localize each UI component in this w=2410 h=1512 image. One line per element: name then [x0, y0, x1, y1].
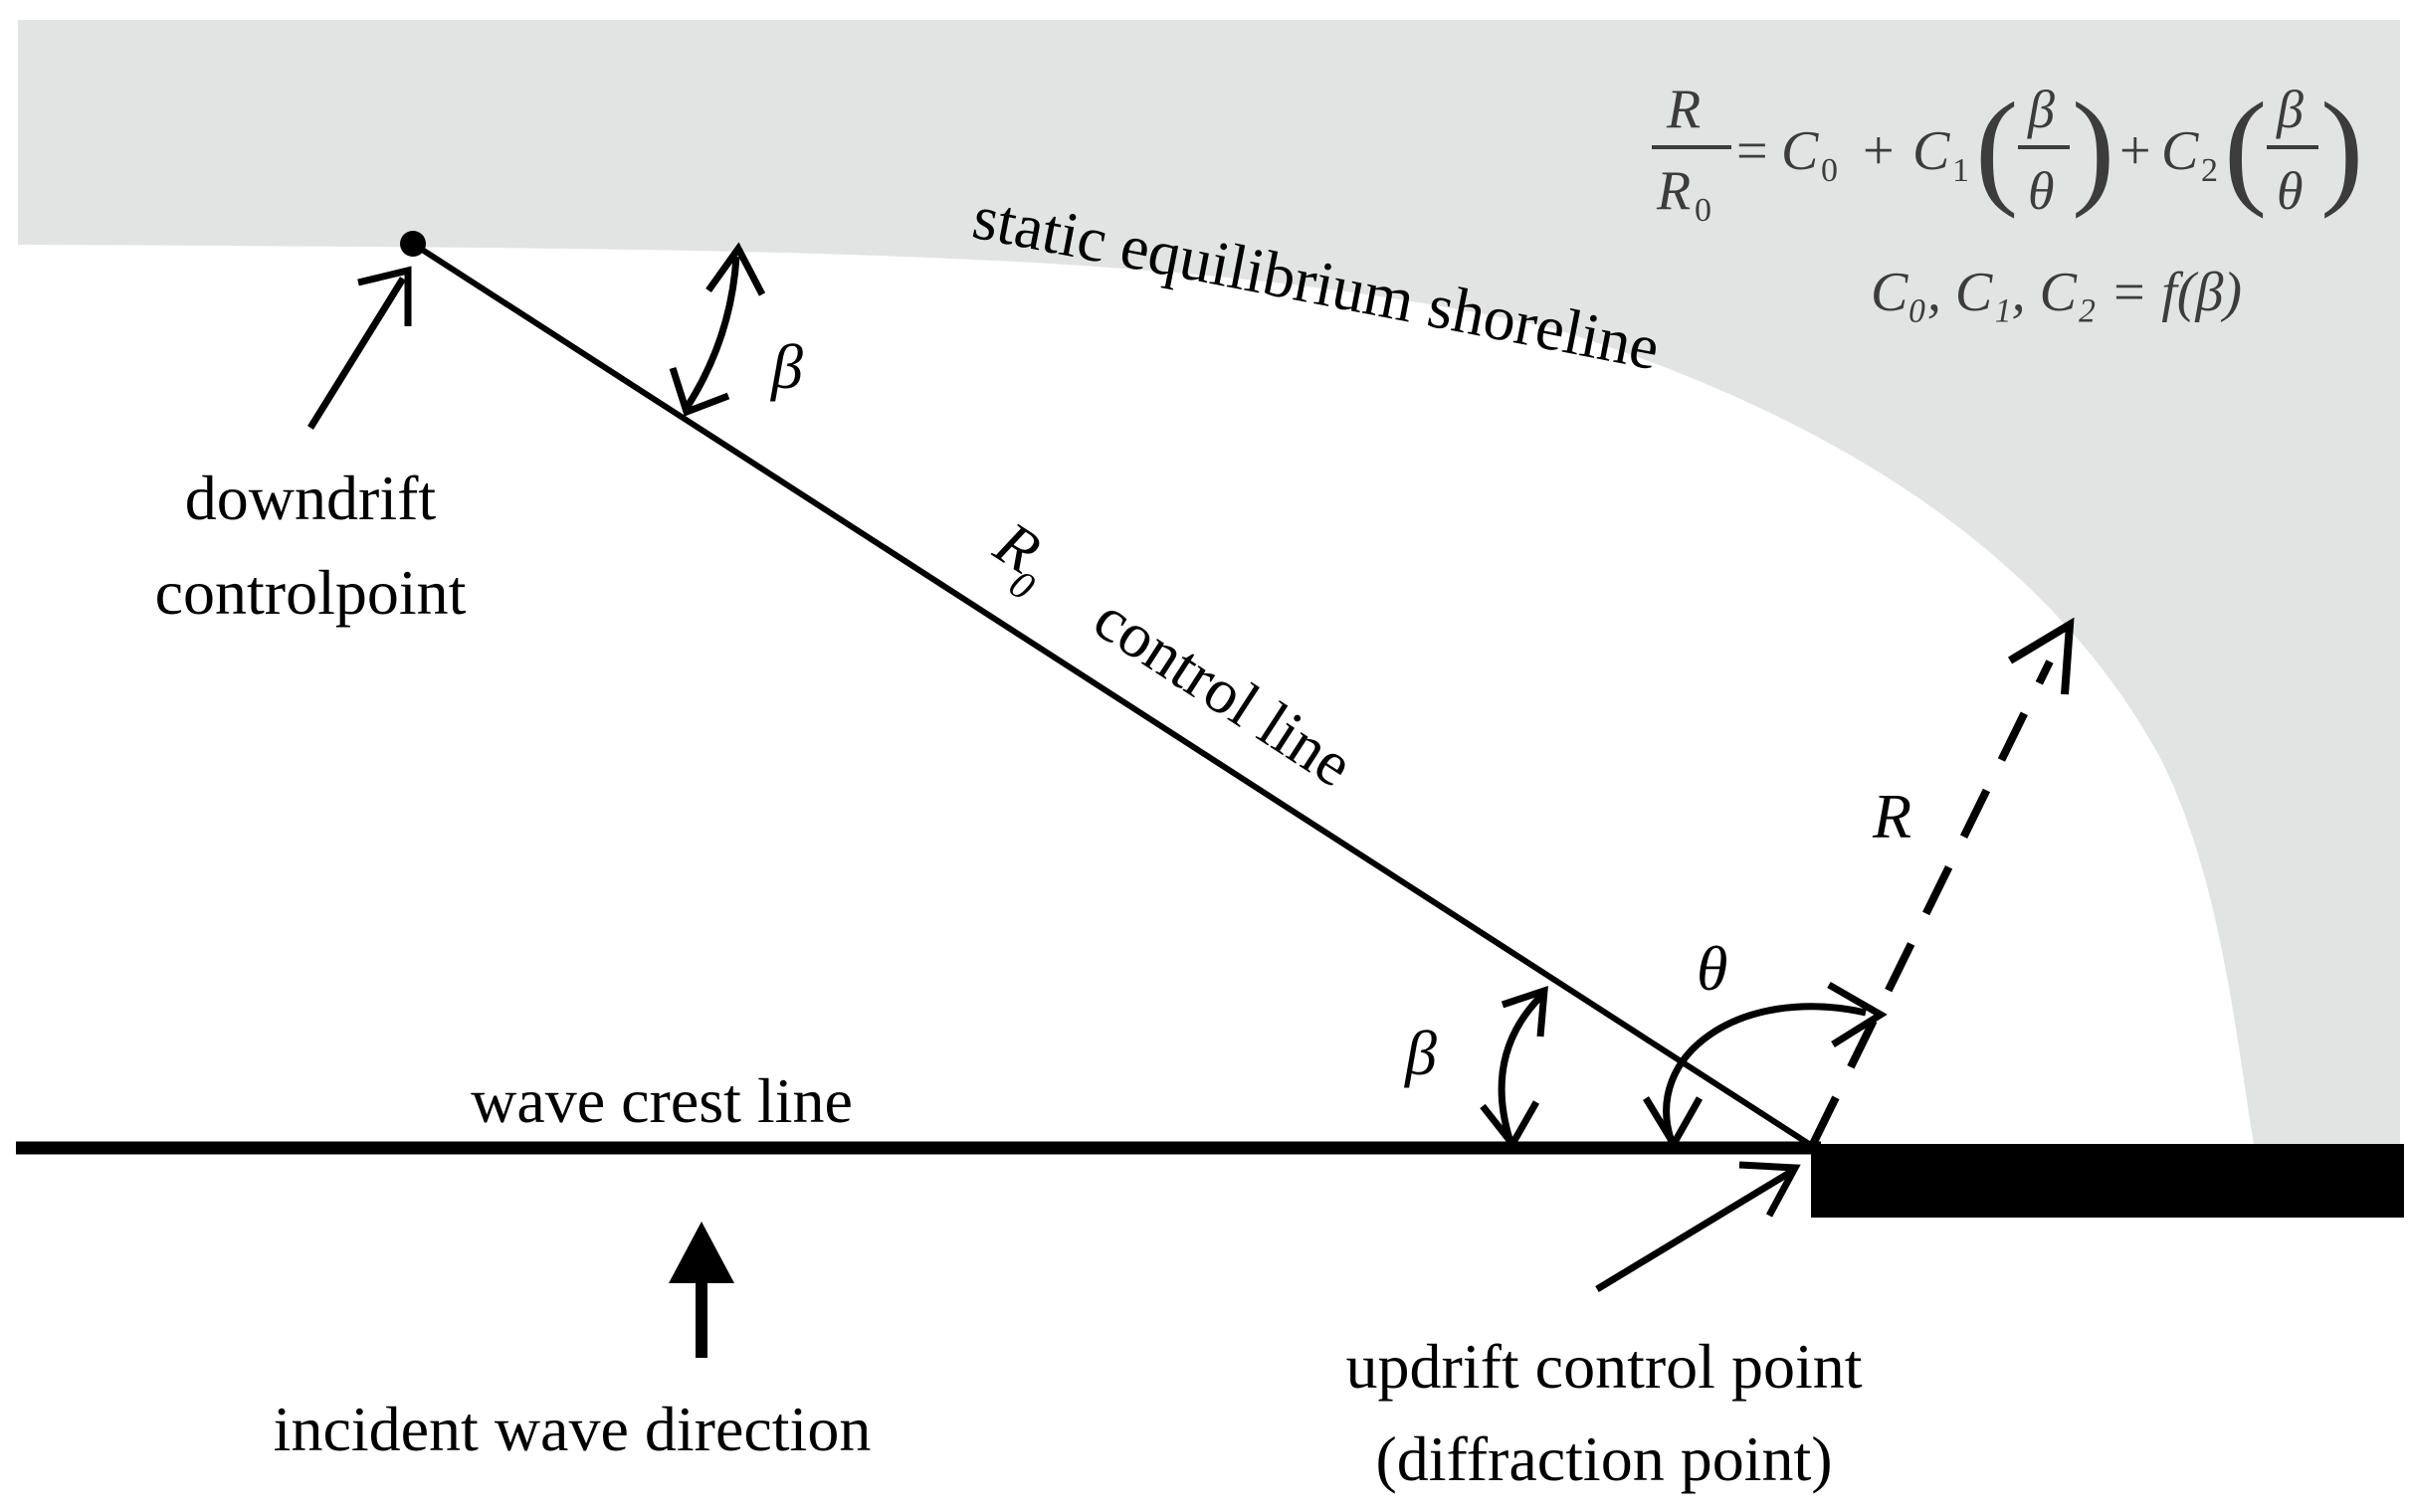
updrift-label-line2: (diffraction point): [1375, 1423, 1832, 1494]
svg-text:θ: θ: [2277, 161, 2304, 221]
svg-text:0: 0: [1695, 192, 1711, 229]
svg-text:R: R: [1666, 79, 1701, 140]
svg-text:R: R: [1656, 160, 1691, 222]
theta-label: θ: [1697, 933, 1727, 1004]
svg-text:C: C: [1781, 120, 1819, 182]
incident-wave-arrow: [669, 1222, 734, 1358]
beta-lower-label: β: [1403, 1018, 1437, 1088]
downdrift-control-point: [400, 231, 426, 257]
svg-text:+: +: [2119, 120, 2151, 182]
svg-text:2: 2: [2201, 152, 2218, 189]
svg-text:=: =: [1736, 120, 1768, 182]
svg-text:β: β: [2027, 80, 2055, 139]
updrift-pointer-arrow: [1595, 1161, 1801, 1292]
svg-text:+: +: [1863, 120, 1895, 182]
wave-crest-label: wave crest line: [471, 1065, 853, 1136]
incident-wave-label: incident wave direction: [274, 1394, 872, 1464]
svg-text:C: C: [1912, 120, 1950, 182]
svg-text:θ: θ: [2028, 161, 2055, 221]
svg-text:): ): [2072, 77, 2114, 220]
beta-upper-label: β: [769, 331, 803, 402]
downdrift-label-line1: downdrift: [185, 463, 437, 533]
downdrift-pointer-arrow: [307, 266, 412, 430]
theta-arc-arrow: [1643, 981, 1888, 1151]
updrift-label-line1: updrift control point: [1345, 1331, 1862, 1402]
r0-control-line: [411, 241, 1811, 1147]
svg-text:1: 1: [1952, 152, 1969, 189]
svg-text:(: (: [2224, 77, 2267, 220]
beta-upper-arc-arrow: [669, 242, 766, 417]
svg-text:0: 0: [1821, 152, 1838, 189]
svg-text:C: C: [2161, 120, 2199, 182]
beta-lower-arc-arrow: [1480, 985, 1548, 1151]
downdrift-label-line2: controlpoint: [155, 557, 467, 628]
svg-text:(: (: [1975, 77, 2018, 220]
svg-text:β: β: [2276, 80, 2304, 139]
breakwater: [1811, 1144, 2404, 1218]
r-dashed-line: [1809, 660, 2054, 1146]
r0-symbol: R 0: [982, 508, 1052, 609]
bay-shape-formula: R R 0 = C 0 + C 1 ( β θ ) + C 2 ( β θ ) …: [1652, 77, 2363, 323]
formula-second-line: C₀, C₁, C₂ = f(β): [1871, 262, 2242, 323]
r-arrowhead: [2007, 617, 2075, 695]
svg-text:): ): [2320, 77, 2363, 220]
r-label: R: [1872, 781, 1911, 851]
land-area: [18, 20, 2400, 1144]
